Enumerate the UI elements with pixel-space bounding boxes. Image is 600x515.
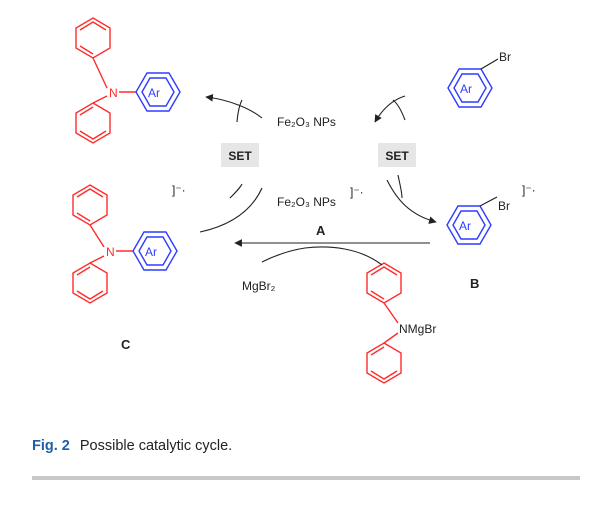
set-label-left: SET: [228, 149, 252, 163]
bromine-label-top: Br: [499, 50, 511, 64]
aryl-label-right-b: Ar: [459, 219, 471, 233]
nitrogen-label-mid: N: [106, 245, 115, 259]
set-box-right: [378, 143, 416, 167]
aryl-label-top: Ar: [148, 86, 160, 100]
set-label-right: SET: [385, 149, 409, 163]
right-set-arrow-tail: [392, 99, 406, 121]
nmgbr-label: NMgBr: [399, 322, 436, 336]
fe2o3-label-top: Fe₂O₃ NPs: [277, 115, 336, 129]
caption-divider: [32, 476, 580, 480]
aryl-bromide-radical-b: Ar Br ]⁻· B: [446, 183, 536, 291]
figure-number: Fig. 2: [32, 438, 70, 454]
figure-caption-text: Possible catalytic cycle.: [79, 438, 233, 454]
triarylamine-top: N Ar: [75, 17, 181, 144]
left-set-arrow-tail: [236, 99, 243, 123]
set-box-left: [221, 143, 259, 167]
left-set-arrow-out: [205, 93, 263, 119]
compound-a-label: A: [316, 223, 326, 238]
triarylamine-radical-c: N Ar ]⁻· C: [72, 183, 186, 352]
radical-anion-bracket-mid: ]⁻·: [350, 185, 364, 199]
reagent-incoming-arc: [261, 246, 383, 266]
figure-caption: Fig. 2 Possible catalytic cycle.: [32, 438, 232, 454]
magnesium-amide-reagent: NMgBr: [366, 262, 436, 384]
left-set-arrow-tail-low: [229, 183, 243, 199]
fe2o3-label-mid: Fe₂O₃ NPs: [277, 195, 336, 209]
aryl-label-mid: Ar: [145, 245, 157, 259]
radical-anion-bracket-left: ]⁻·: [172, 183, 186, 197]
compound-c-label: C: [121, 337, 131, 352]
nitrogen-label-top: N: [109, 86, 118, 100]
mgbr2-label: MgBr₂: [242, 279, 276, 293]
right-set-arrow-out: [386, 179, 437, 224]
aryl-bromide-top: Ar Br: [447, 50, 511, 108]
right-set-arrow-tail-low: [397, 174, 403, 199]
scheme-labels: SET SET Fe₂O₃ NPs Fe₂O₃ NPs ]⁻· A MgBr₂: [221, 115, 416, 293]
right-set-arrow-in: [374, 95, 406, 123]
radical-anion-bracket-right: ]⁻·: [522, 183, 536, 197]
left-set-arrow-in: [199, 187, 263, 233]
aryl-label-right-top: Ar: [460, 82, 472, 96]
compound-b-label: B: [470, 276, 479, 291]
cycle-arrows: [199, 93, 437, 266]
bromine-label-b: Br: [498, 199, 510, 213]
